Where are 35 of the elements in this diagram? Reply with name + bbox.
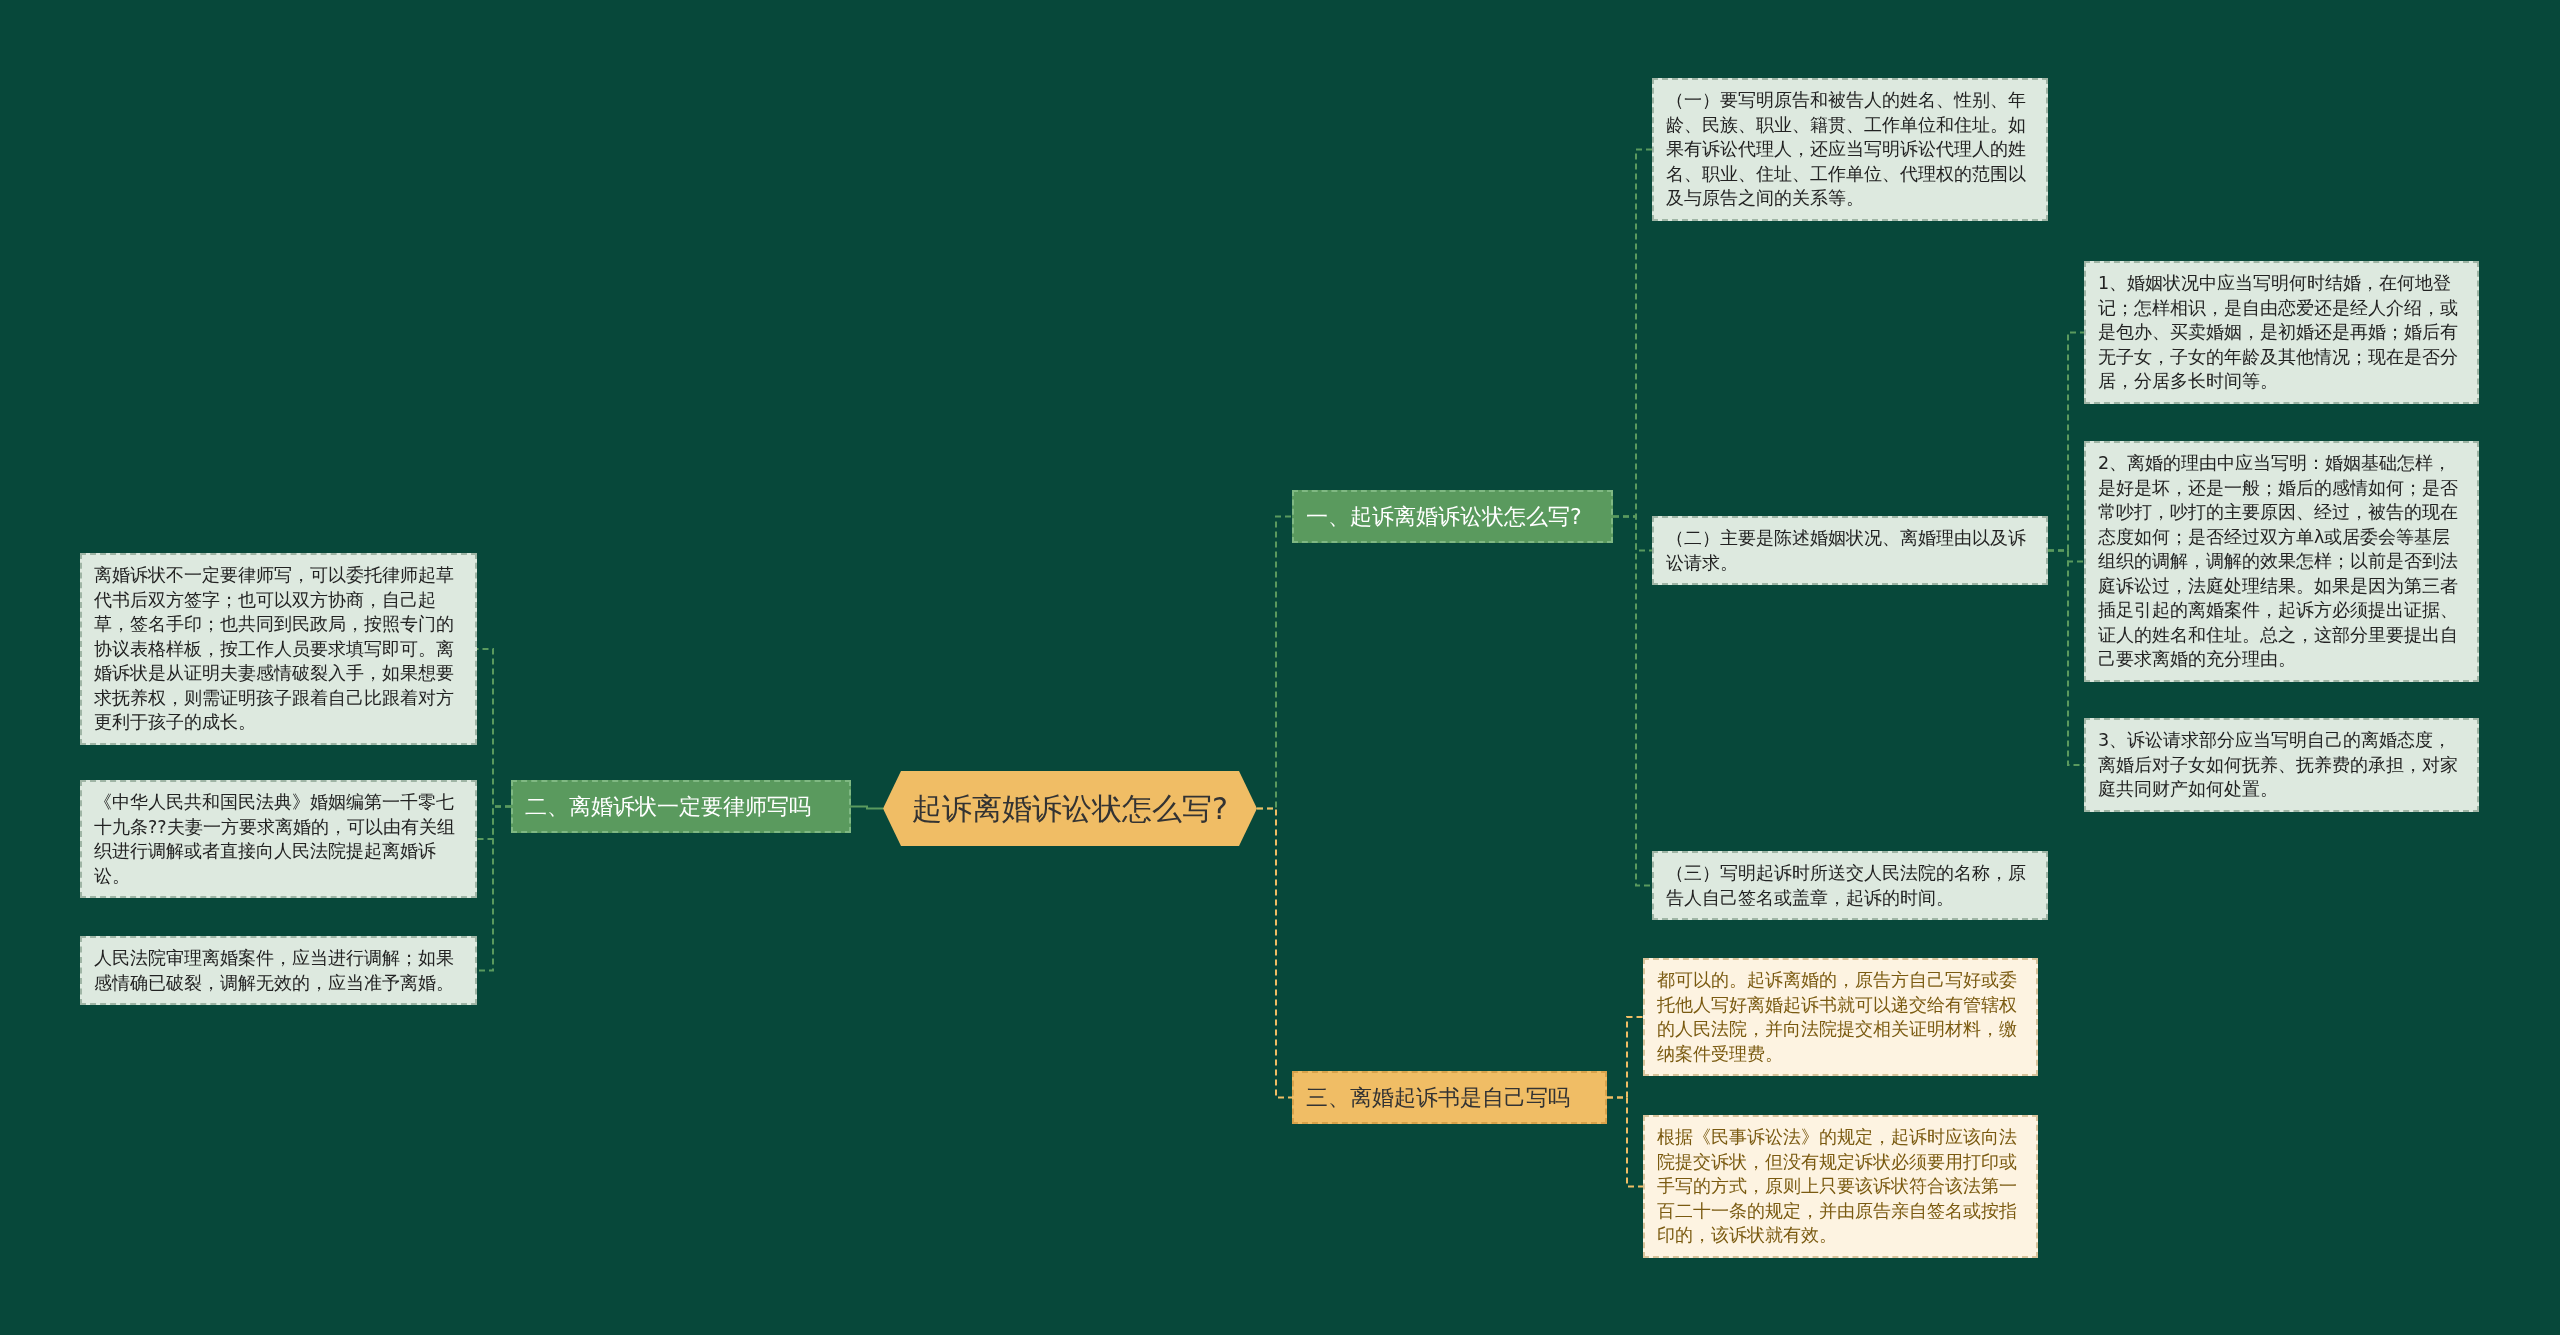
note-text: 根据《民事诉讼法》的规定，起诉时应该向法院提交诉状，但没有规定诉状必须要用打印或手写的方式，原则上只要该诉状符合该法第一百二十一条的规定，并由原告亲自签名或按指印的，该诉状就有效。	[1657, 1126, 2018, 1247]
branch-box	[1292, 490, 1613, 543]
topic-text: 起诉离婚诉讼状怎么写?	[912, 790, 1228, 828]
note-box	[1643, 958, 2038, 1076]
note-text: 离婚诉状不一定要律师写，可以委托律师起草代书后双方签字；也可以双方协商，自己起草，签名手印；也共同到民政局，按照专门的协议表格样板，按工作人员要求填写即可。离婚诉状是从证明夫妻感情破裂入手，如果想要求抚养权，则需证明孩子跟着自己比跟着对方更利于孩子的成长。	[94, 564, 455, 734]
connector-line	[476, 805, 512, 972]
branch-box	[511, 780, 851, 833]
note-text: 《中华人民共和国民法典》婚姻编第一千零七十九条??夫妻一方要求离婚的，可以由有关组织进行调解或者直接向人民法院提起离婚诉讼。	[94, 791, 456, 888]
note-box	[1652, 78, 2048, 221]
note-box	[80, 553, 477, 745]
connector-line	[1606, 1096, 1644, 1188]
note-box	[1652, 516, 2048, 585]
note-text: 1、婚姻状况中应当写明何时结婚，在何地登记；怎样相识，是自由恋爱还是经人介绍，或是包办、买卖婚姻，是初婚还是再婚；婚后有无子女，子女的年龄及其他情况；现在是否分居，分居多长时间等。	[2098, 272, 2459, 393]
note-text: （一）要写明原告和被告人的姓名、性别、年龄、民族、职业、籍贯、工作单位和住址。如果有诉讼代理人，还应当写明诉讼代理人的姓名、职业、住址、工作单位、代理权的范围以及与原告之间的关系等。	[1666, 89, 2027, 210]
branch-box	[1292, 1071, 1607, 1124]
note-box	[1643, 1115, 2038, 1258]
connector-line	[1612, 515, 1653, 887]
note-text: 3、诉讼请求部分应当写明自己的离婚态度，离婚后对子女如何抚养、抚养费的承担，对家庭共同财产如何处置。	[2098, 729, 2459, 801]
note-text: （三）写明起诉时所送交人民法院的名称，原告人自己签名或盖章，起诉的时间。	[1666, 862, 2027, 910]
connector-line	[850, 805, 884, 810]
note-box	[2084, 718, 2479, 812]
note-text: （二）主要是陈述婚姻状况、离婚理由以及诉讼请求。	[1666, 527, 2027, 575]
note-box	[2084, 261, 2479, 404]
branch-label: 三、离婚起诉书是自己写吗	[1306, 1084, 1571, 1112]
note-text: 2、离婚的理由中应当写明：婚姻基础怎样，是好是坏，还是一般；婚后的感情如何；是否常吵打，吵打的主要原因、经过，被告的现在态度如何；是否经过双方单λ或居委会等基层组织的调解，调解的效果怎样；以前是否到法庭诉讼过，法庭处理结果。如果是因为第三者插足引起的离婚案件，起诉方必须提出证据、证人的姓名和住址。总之，这部分里要提出自己要求离婚的充分理由。	[2098, 452, 2459, 671]
connector-line	[1256, 807, 1293, 1099]
note-box	[80, 936, 477, 1005]
branch-label: 一、起诉离婚诉讼状怎么写?	[1306, 503, 1583, 531]
note-box	[2084, 441, 2479, 682]
note-text: 人民法院审理离婚案件，应当进行调解；如果感情确已破裂，调解无效的，应当准予离婚。	[94, 947, 455, 995]
branch-label: 二、离婚诉状一定要律师写吗	[525, 793, 812, 821]
note-box	[1652, 851, 2048, 920]
topic-hexagon	[883, 771, 1257, 846]
note-box	[80, 780, 477, 898]
note-text: 都可以的。起诉离婚的，原告方自己写好或委托他人写好离婚起诉书就可以递交给有管辖权的人民法院，并向法院提交相关证明材料，缴纳案件受理费。	[1657, 969, 2018, 1066]
